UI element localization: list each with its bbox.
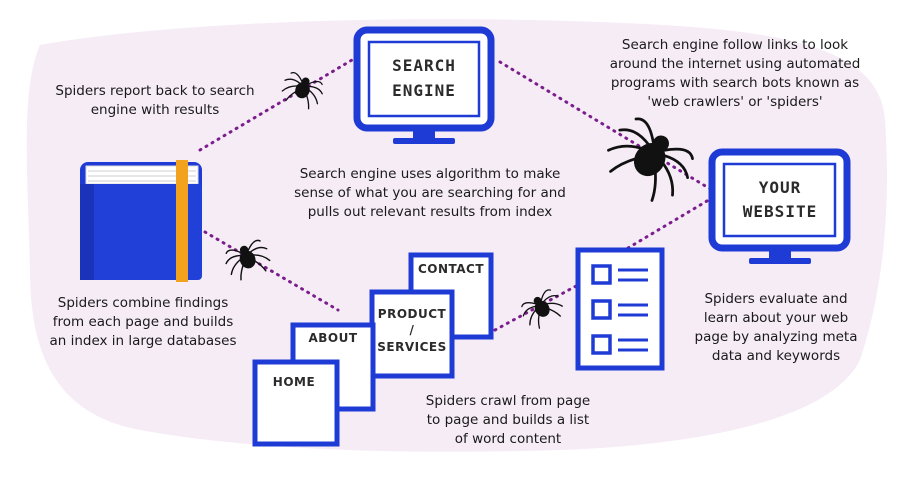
- page-product-label-line3: SERVICES: [377, 340, 446, 354]
- connector-document-to-website: [626, 196, 714, 250]
- page-about-label: ABOUT: [308, 331, 357, 345]
- page-home-label: HOME: [273, 375, 315, 389]
- background-blob: [26, 19, 888, 452]
- spider-icon-top: [281, 72, 323, 110]
- spider-icon-bottom: [521, 289, 563, 329]
- connector-search-to-website: [498, 60, 714, 192]
- website-monitor: YOUR WEBSITE: [708, 148, 851, 264]
- website-label-line1: YOUR: [759, 178, 802, 197]
- search-engine-monitor: SEARCH ENGINE: [353, 26, 495, 144]
- page-product-label-line2: /: [410, 323, 415, 337]
- spider-icon-large: [607, 117, 694, 202]
- spiders: [225, 72, 694, 329]
- connectors: [198, 58, 714, 332]
- page-contact-label: CONTACT: [418, 262, 484, 276]
- connector-book-to-search: [198, 58, 354, 152]
- website-label-line2: WEBSITE: [743, 202, 817, 221]
- search-engine-label-line2: ENGINE: [392, 81, 456, 100]
- document-checklist-icon: [575, 247, 665, 371]
- site-pages: CONTACT PRODUCT / SERVICES ABOUT HOME: [252, 252, 494, 447]
- search-engine-label-line1: SEARCH: [392, 56, 456, 75]
- spider-icon-left: [225, 239, 271, 281]
- index-book-icon: [80, 160, 202, 282]
- page-home: [252, 359, 340, 447]
- page-product: [369, 289, 455, 379]
- page-product-label-line1: PRODUCT: [378, 307, 447, 321]
- connector-pages-to-document: [493, 283, 580, 332]
- connector-book-to-pages: [203, 230, 340, 312]
